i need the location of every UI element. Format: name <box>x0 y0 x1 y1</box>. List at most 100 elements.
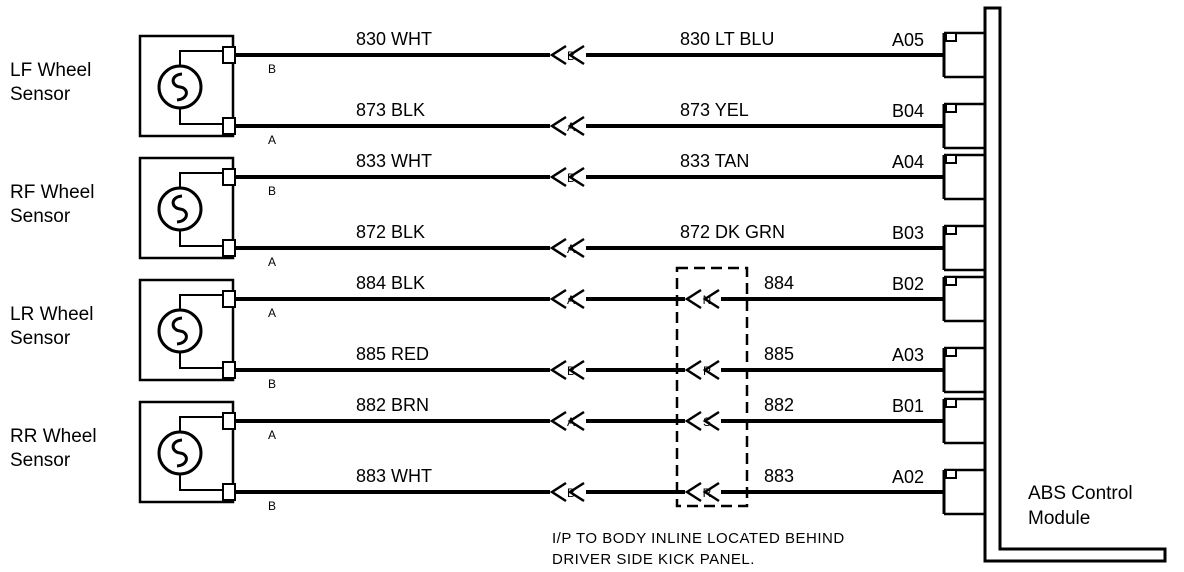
module-label-line1: ABS Control <box>1028 483 1133 504</box>
sensor-2-lead-top <box>179 294 223 310</box>
sensor-2-wire-1-left-label: 885 RED <box>356 344 429 364</box>
sensor-1-label-line2: Sensor <box>10 206 71 227</box>
sensor-3-wire-1-module-pin-tab <box>945 469 957 479</box>
sensor-0-wire-1-right-label: 873 YEL <box>680 100 749 120</box>
sensor-0-wire-1-conn1-a <box>549 115 567 137</box>
sensor-3-wire-1-left-label: 883 WHT <box>356 466 432 486</box>
sensor-1-wire-1-module-pin-label: B03 <box>892 223 924 243</box>
sensor-2-wire-1-sensor-pin <box>222 361 236 379</box>
sensor-0-wire-0-sensor-pin <box>222 46 236 64</box>
sensor-0-box <box>138 34 235 138</box>
sensor-2-wire-1-right-label: 885 <box>764 344 794 364</box>
sensor-3-wire-1-conn1-a <box>549 481 567 503</box>
sensor-3-wire-0-conn1-a <box>549 410 567 432</box>
sensor-3-wire-0-inline-a <box>684 410 702 432</box>
sensor-2-wire-0-conn1-b <box>567 288 585 310</box>
sensor-3-wire-1-sensor-pin-letter: B <box>268 499 276 513</box>
sensor-3-wire-0-inline-letter: S <box>703 415 711 429</box>
inline-connector-box <box>675 266 749 508</box>
sensor-1-wire-0-right-label: 833 TAN <box>680 151 749 171</box>
sensor-2-label-line2: Sensor <box>10 328 71 349</box>
sensor-1-wire-0-module-pin-label: A04 <box>892 152 924 172</box>
sensor-2-wire-0-module-pin-tab <box>945 276 957 286</box>
sensor-0-wire-0-left-label: 830 WHT <box>356 29 432 49</box>
abs-module-outline <box>983 6 1167 563</box>
sensor-2-wire-1-module-pin-tab <box>945 347 957 357</box>
sensor-3-box <box>138 400 235 504</box>
sensor-3-wire-1-module-pin-label: A02 <box>892 467 924 487</box>
sensor-1-wire-0-sensor-pin-letter: B <box>268 184 276 198</box>
sensor-3-wire-0-sensor-pin <box>222 412 236 430</box>
sensor-1-wire-0-conn1-letter: B <box>567 171 575 185</box>
sensor-0-wire-0-conn1-a <box>549 44 567 66</box>
sensor-1-label-line1: RF Wheel <box>10 182 94 203</box>
sensor-0-wire-0-conn1-b <box>567 44 585 66</box>
sensor-2-box <box>138 278 235 382</box>
inline-note-line1: I/P TO BODY INLINE LOCATED BEHIND <box>552 530 845 547</box>
sensor-3-wire-0-right-label: 882 <box>764 395 794 415</box>
sensor-0-wire-1-left-label: 873 BLK <box>356 100 425 120</box>
sensor-3-wire-1-conn1-b <box>567 481 585 503</box>
sensor-3-wire-0-inline-b <box>702 410 720 432</box>
sensor-3-wire-1-conn1-letter: B <box>567 486 575 500</box>
sensor-1-wire-1-conn1-letter: A <box>567 242 575 256</box>
sensor-3-wire-1-sensor-pin <box>222 483 236 501</box>
sensor-0-wire-0-conn1-letter: B <box>567 49 575 63</box>
sensor-3-wire-1-right-label: 883 <box>764 466 794 486</box>
sensor-2-coil-wave-icon <box>171 316 188 346</box>
sensor-2-wire-0-sensor-pin-letter: A <box>268 306 276 320</box>
sensor-1-box <box>138 156 235 260</box>
sensor-0-label-line2: Sensor <box>10 84 71 105</box>
sensor-3-wire-1-inline-letter: R <box>703 486 712 500</box>
sensor-2-label-line1: LR Wheel <box>10 304 93 325</box>
sensor-3-wire-1-inline-a <box>684 481 702 503</box>
sensor-2-wire-0-inline-letter: N <box>703 293 712 307</box>
sensor-1-wire-0-conn1-b <box>567 166 585 188</box>
sensor-1-wire-1-conn1-b <box>567 237 585 259</box>
sensor-0-wire-0-module-pin-tab <box>945 32 957 42</box>
sensor-3-lead-bottom <box>179 474 223 491</box>
sensor-1-wire-0-module-pin-tab <box>945 154 957 164</box>
sensor-1-wire-1-left-label: 872 BLK <box>356 222 425 242</box>
sensor-2-wire-1-inline-a <box>684 359 702 381</box>
sensor-2-wire-1-inline-b <box>702 359 720 381</box>
sensor-3-wire-0-module-pin-tab <box>945 398 957 408</box>
sensor-0-wire-1-conn1-letter: A <box>567 120 575 134</box>
sensor-0-label-line1: LF Wheel <box>10 60 91 81</box>
sensor-3-lead-top <box>179 416 223 432</box>
sensor-2-wire-1-conn1-b <box>567 359 585 381</box>
sensor-3-label-line2: Sensor <box>10 450 71 471</box>
sensor-0-wire-1-module-pin-label: B04 <box>892 101 924 121</box>
sensor-2-wire-0-sensor-pin <box>222 290 236 308</box>
sensor-0-lead-bottom <box>179 108 223 125</box>
sensor-3-wire-0-conn1-b <box>567 410 585 432</box>
sensor-2-wire-0-conn1-letter: A <box>567 293 575 307</box>
sensor-1-lead-bottom <box>179 230 223 247</box>
sensor-3-label-line1: RR Wheel <box>10 426 97 447</box>
sensor-2-wire-0-conn1-a <box>549 288 567 310</box>
sensor-2-wire-0-inline-b <box>702 288 720 310</box>
sensor-2-wire-0-module-pin-label: B02 <box>892 274 924 294</box>
static-layer: I/P TO BODY INLINE LOCATED BEHIND DRIVER… <box>552 6 1167 568</box>
sensor-2-lead-bottom <box>179 352 223 369</box>
sensor-1-wire-1-right-label: 872 DK GRN <box>680 222 785 242</box>
sensor-2-wire-1-sensor-pin-letter: B <box>268 377 276 391</box>
sensor-1-wire-1-sensor-pin <box>222 239 236 257</box>
sensor-1-wire-1-module-pin-tab <box>945 225 957 235</box>
sensor-1-coil-wave-icon <box>171 194 188 224</box>
module-label-line2: Module <box>1028 508 1090 529</box>
sensor-0-lead-top <box>179 50 223 66</box>
sensor-3-wire-0-left-label: 882 BRN <box>356 395 429 415</box>
sensor-3-coil-wave-icon <box>171 438 188 468</box>
sensor-0-wire-0-sensor-pin-letter: B <box>268 62 276 76</box>
sensor-1-wire-0-conn1-a <box>549 166 567 188</box>
sensor-0-wire-0-right-label: 830 LT BLU <box>680 29 774 49</box>
sensor-2-wire-1-conn1-a <box>549 359 567 381</box>
sensor-0-wire-1-sensor-pin <box>222 117 236 135</box>
sensor-3-wire-0-conn1-letter: A <box>567 415 575 429</box>
sensor-3-wire-0-sensor-pin-letter: A <box>268 428 276 442</box>
sensor-0-wire-1-module-pin-tab <box>945 103 957 113</box>
sensor-2-wire-0-right-label: 884 <box>764 273 794 293</box>
